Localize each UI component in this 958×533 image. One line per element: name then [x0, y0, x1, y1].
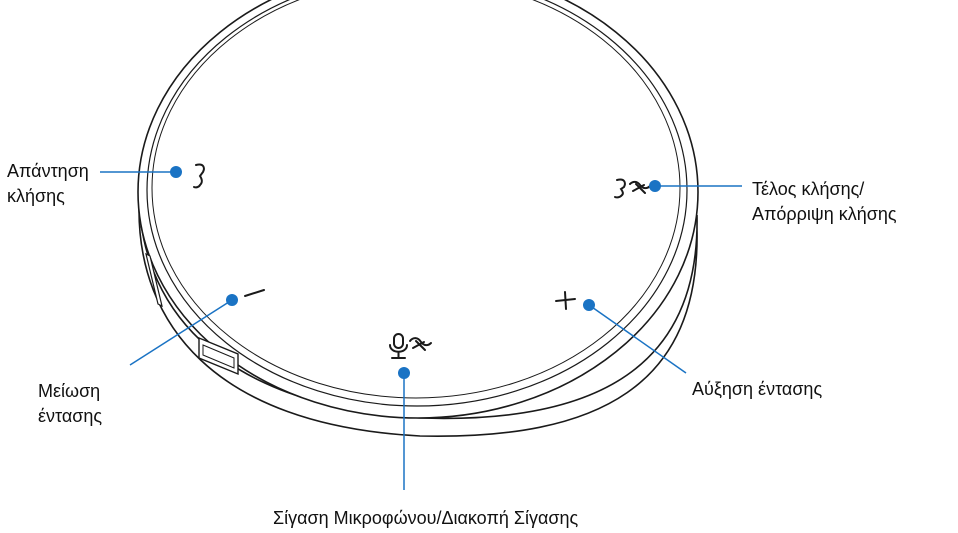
label-volume-up-line1: Αύξηση έντασης	[692, 379, 823, 399]
label-volume-down: Μείωση έντασης	[38, 379, 102, 429]
label-mic-mute-line1: Σίγαση Μικροφώνου/Διακοπή Σίγασης	[273, 508, 579, 528]
plus-icon	[555, 291, 576, 310]
label-end-call-line2: Απόρριψη κλήσης	[752, 204, 897, 224]
label-end-call-line1: Τέλος κλήσης/	[752, 179, 865, 199]
callout-dot-mute	[398, 367, 410, 379]
minus-icon	[244, 289, 265, 297]
callout-line-volume-down	[129, 299, 233, 366]
callout-line-volume-up	[588, 304, 687, 374]
label-volume-down-line2: έντασης	[38, 406, 103, 426]
callout-dot-volume-down	[226, 294, 238, 306]
side-slot	[145, 252, 163, 308]
label-answer-call-line1: Απάντηση	[7, 161, 89, 181]
device-body-side	[138, 191, 698, 437]
label-end-call: Τέλος κλήσης/ Απόρριψη κλήσης	[752, 177, 897, 227]
phone-answer-icon	[193, 163, 205, 189]
callout-lines	[100, 171, 742, 490]
label-answer-call-line2: κλήσης	[7, 186, 65, 206]
label-volume-up: Αύξηση έντασης	[692, 377, 822, 402]
callout-dots	[170, 166, 661, 379]
usb-port	[198, 336, 239, 376]
callout-dot-end	[649, 180, 661, 192]
callout-dot-volume-up	[583, 299, 595, 311]
phone-end-icon	[614, 178, 651, 199]
device-inner-rim	[146, 0, 688, 407]
label-volume-down-line1: Μείωση	[38, 381, 101, 401]
label-mic-mute: Σίγαση Μικροφώνου/Διακοπή Σίγασης	[273, 506, 578, 531]
device-top-surface	[151, 0, 681, 399]
callout-dot-answer	[170, 166, 182, 178]
label-answer-call: Απάντηση κλήσης	[7, 159, 89, 209]
mic-mute-icon	[389, 333, 432, 359]
